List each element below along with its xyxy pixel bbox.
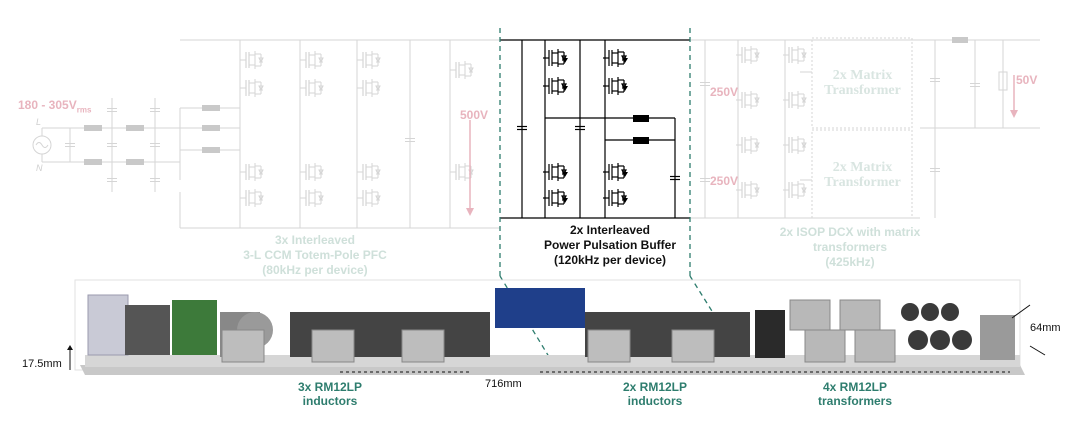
length-dimension: 716mm	[485, 378, 522, 390]
line-label: L	[36, 117, 42, 127]
pfc-line2: 3-L CCM Totem-Pole PFC	[243, 248, 387, 262]
pfc-line1: 3x Interleaved	[274, 233, 356, 247]
depth-dimension: 64mm	[1030, 322, 1061, 334]
matrix-top-line2: Transformer	[824, 83, 901, 98]
group1-line1: 3x RM12LP	[297, 380, 363, 394]
pfc-line3: (80kHz per device)	[262, 263, 368, 277]
dcx-line2: transformers	[812, 240, 888, 254]
dcx-stage-label: 2x ISOP DCX with matrix transformers (42…	[765, 225, 935, 270]
ppb-line3: (120kHz per device)	[553, 253, 667, 267]
dcx-line3: (425kHz)	[825, 255, 875, 269]
pfc-stage-label: 3x Interleaved 3-L CCM Totem-Pole PFC (8…	[230, 233, 400, 278]
group3-line2: transformers	[817, 394, 893, 408]
matrix-transformer-top: 2x Matrix Transformer	[815, 68, 910, 98]
group1-line2: inductors	[302, 394, 358, 408]
neutral-label: N	[36, 163, 43, 173]
ppb-line1: 2x Interleaved	[569, 223, 651, 237]
ppb-line2: Power Pulsation Buffer	[543, 238, 677, 252]
group2-line2: inductors	[627, 394, 683, 408]
group-dcx-transformers: 4x RM12LP transformers	[795, 380, 915, 408]
ppb-stage-label: 2x Interleaved Power Pulsation Buffer (1…	[530, 223, 690, 268]
dc-link-voltage-label: 500V	[460, 108, 489, 122]
input-voltage-label: 180 - 305Vrms	[18, 98, 91, 114]
matrix-transformer-bottom: 2x Matrix Transformer	[815, 160, 910, 190]
dcx-line1: 2x ISOP DCX with matrix	[779, 225, 921, 239]
matrix-bottom-line1: 2x Matrix	[832, 160, 893, 175]
isop-voltage-bottom-label: 250V	[710, 174, 739, 188]
height-dimension: 17.5mm	[22, 358, 62, 370]
input-voltage-value: 180 - 305V	[18, 98, 77, 112]
output-voltage-label: 50V	[1016, 73, 1038, 87]
isop-voltage-top-label: 250V	[710, 85, 739, 99]
group3-line1: 4x RM12LP	[822, 380, 888, 394]
group-ppb-inductors: 2x RM12LP inductors	[595, 380, 715, 408]
matrix-top-line1: 2x Matrix	[832, 68, 893, 83]
input-voltage-sub: rms	[76, 105, 92, 115]
group-pfc-inductors: 3x RM12LP inductors	[270, 380, 390, 408]
matrix-bottom-line2: Transformer	[824, 175, 901, 190]
group2-line1: 2x RM12LP	[622, 380, 688, 394]
